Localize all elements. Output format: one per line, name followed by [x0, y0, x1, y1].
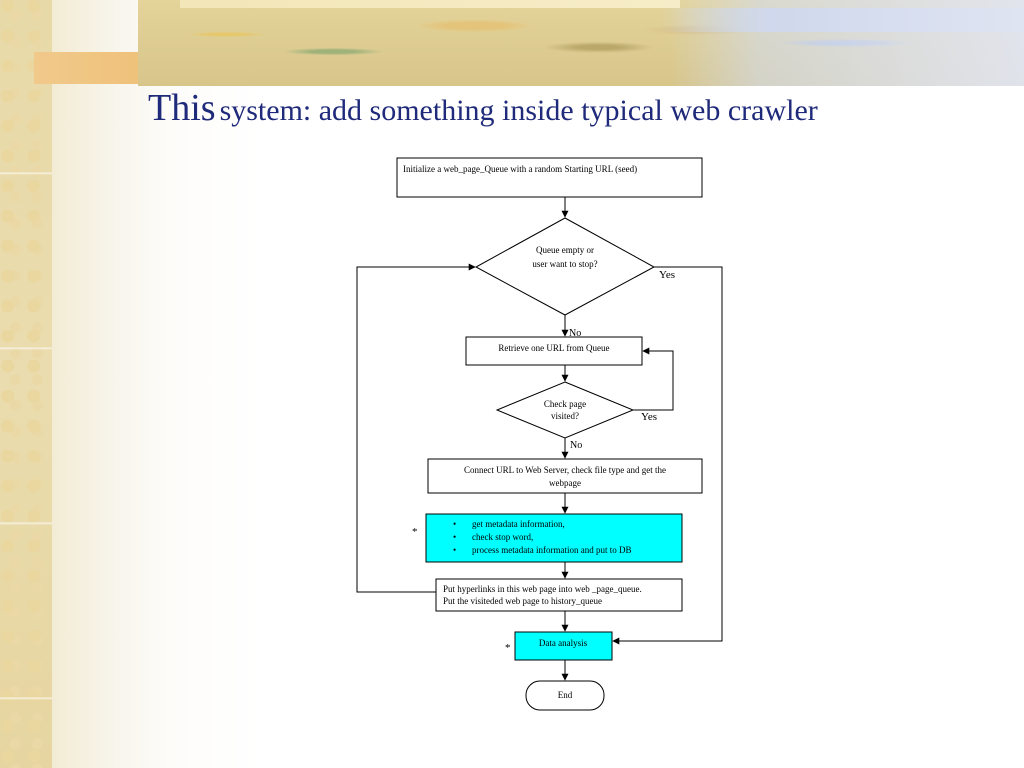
- visited-text-2: visited?: [551, 411, 579, 421]
- connect-text-2: webpage: [549, 478, 581, 488]
- metadata-item-2: check stop word,: [472, 532, 533, 542]
- retrieve-text: Retrieve one URL from Queue: [498, 343, 609, 353]
- visited-no-label: No: [570, 440, 582, 451]
- connect-box: [427, 458, 703, 494]
- metadata-marker: *: [412, 526, 418, 538]
- retrieve-box: [465, 336, 643, 366]
- init-box: [396, 157, 703, 198]
- arrow-visited-yes-to-retrieve: [633, 347, 674, 411]
- end-terminator: [525, 680, 605, 711]
- queue-yes-label: Yes: [659, 269, 675, 281]
- metadata-box: [425, 513, 683, 563]
- hyperlinks-text-2: Put the visiteded web page to history_qu…: [443, 596, 602, 606]
- metadata-item-1: get metadata information,: [472, 519, 565, 529]
- analysis-marker: *: [505, 642, 511, 654]
- end-text: End: [558, 690, 573, 700]
- hyperlinks-box: [435, 578, 683, 612]
- slide-title: This system: add something inside typica…: [148, 86, 1008, 132]
- banner-blue-block: [660, 8, 1024, 32]
- slide-title-first-word: This: [148, 87, 216, 129]
- metadata-bullet-3: •: [453, 545, 456, 555]
- metadata-bullet-2: •: [453, 532, 456, 542]
- metadata-item-3: process metadata information and put to …: [472, 545, 631, 555]
- metadata-bullet-1: •: [453, 519, 456, 529]
- visited-check-diamond: [495, 381, 635, 439]
- analysis-text: Data analysis: [539, 638, 588, 648]
- left-decorative-strip: [0, 0, 52, 768]
- connect-text-1: Connect URL to Web Server, check file ty…: [464, 465, 666, 475]
- arrow-queue-yes-to-analysis: [612, 266, 723, 645]
- analysis-box: [514, 631, 613, 661]
- queue-no-label: No: [569, 328, 581, 339]
- visited-text-1: Check page: [544, 399, 586, 409]
- banner-orange-block: [34, 52, 138, 84]
- slide-title-rest: system: add something inside typical web…: [219, 94, 818, 127]
- queue-check-text-1: Queue empty or: [536, 245, 594, 255]
- queue-check-text-2: user want to stop?: [532, 259, 597, 269]
- banner-highlight: [180, 0, 680, 8]
- visited-yes-label: Yes: [641, 411, 657, 423]
- init-text: Initialize a web_page_Queue with a rando…: [403, 164, 637, 174]
- arrow-hyperlinks-loop-to-queue-check: [356, 263, 476, 593]
- hyperlinks-text-1: Put hyperlinks in this web page into web…: [443, 584, 642, 594]
